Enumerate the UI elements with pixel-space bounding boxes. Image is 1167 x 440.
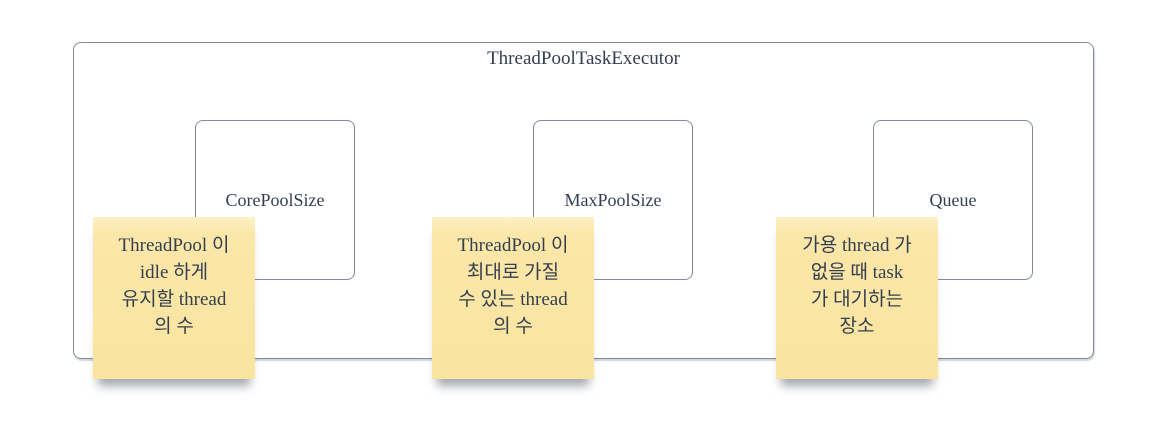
queue-label: Queue xyxy=(929,189,977,210)
queue-box: Queue xyxy=(873,120,1033,280)
core-pool-size-sticky-note: ThreadPool 이 idle 하게 유지할 thread 의 수 xyxy=(93,217,255,379)
core-pool-size-note-text: ThreadPool 이 idle 하게 유지할 thread 의 수 xyxy=(118,235,230,337)
max-pool-size-note-text: ThreadPool 이 최대로 가질 수 있는 thread 의 수 xyxy=(457,235,569,337)
core-pool-size-label: CorePoolSize xyxy=(225,189,325,210)
max-pool-size-label: MaxPoolSize xyxy=(564,189,662,210)
queue-note-text: 가용 thread 가 없을 때 task 가 대기하는 장소 xyxy=(802,235,912,337)
queue-sticky-note: 가용 thread 가 없을 때 task 가 대기하는 장소 xyxy=(776,217,938,379)
max-pool-size-sticky-note: ThreadPool 이 최대로 가질 수 있는 thread 의 수 xyxy=(432,217,594,379)
container-title: ThreadPoolTaskExecutor xyxy=(487,48,680,69)
